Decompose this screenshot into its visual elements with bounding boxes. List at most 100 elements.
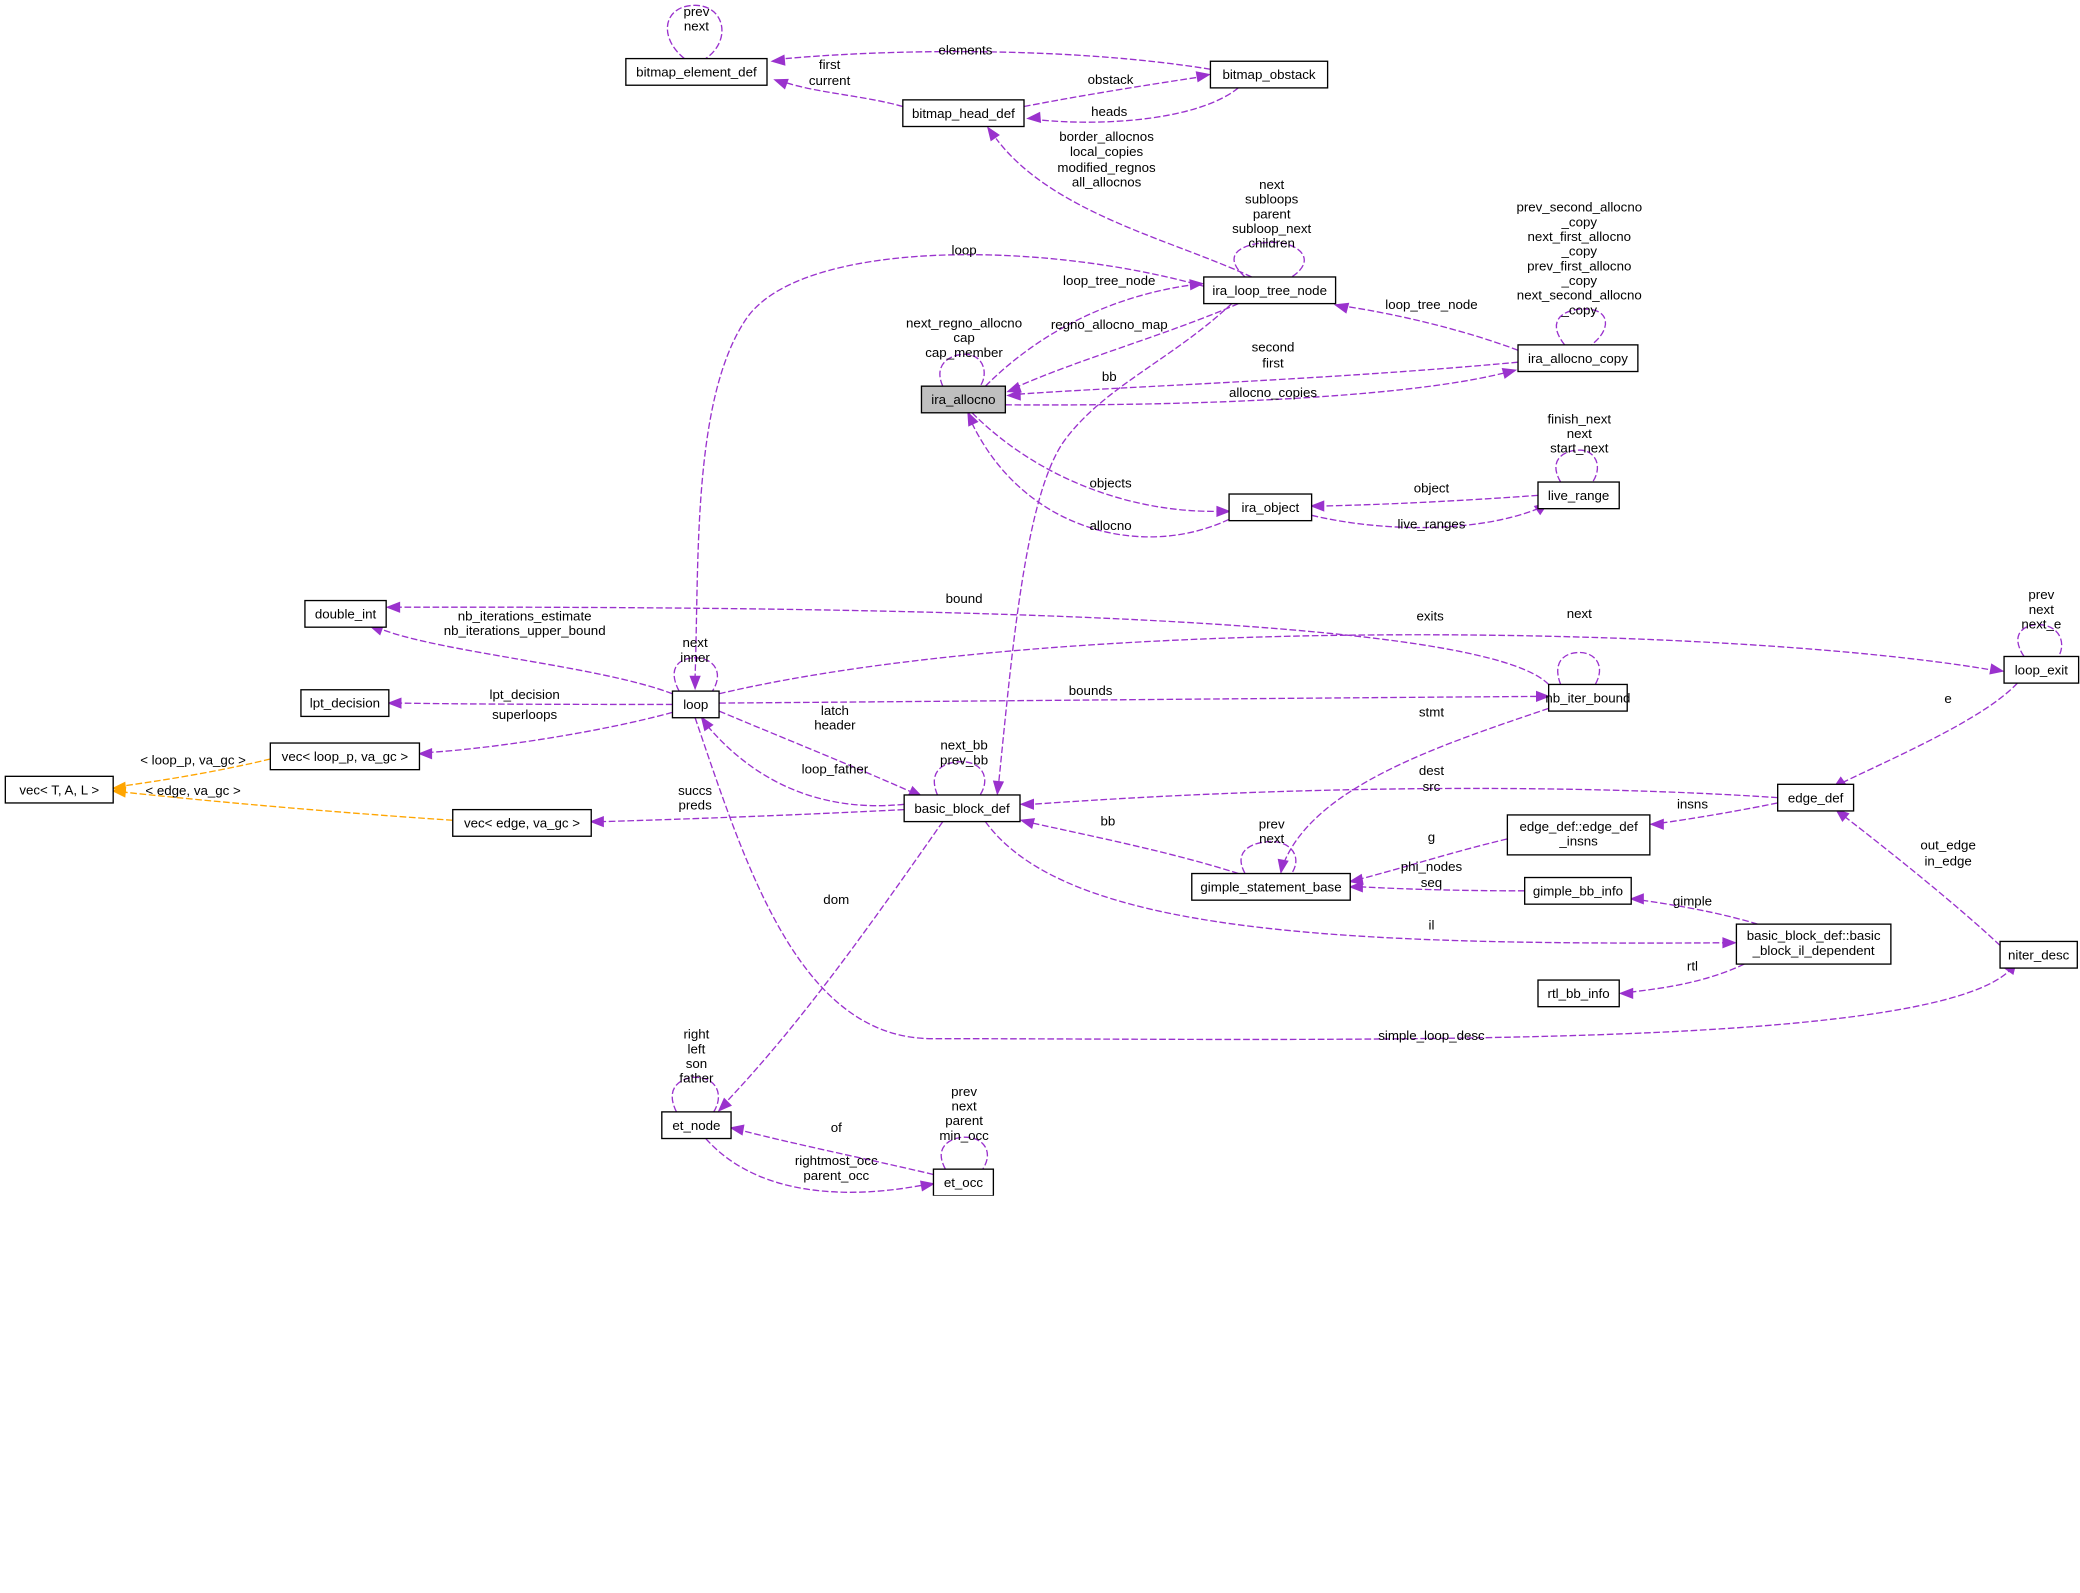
node-double-int[interactable]: double_int: [304, 599, 387, 628]
node-vec-loop-p[interactable]: vec< loop_p, va_gc >: [269, 742, 421, 771]
edge-arrowhead: [770, 54, 786, 66]
node-box[interactable]: [1203, 276, 1337, 305]
edge-line: [1555, 449, 1598, 483]
node-ira-allocno[interactable]: ira_allocno: [920, 385, 1007, 414]
edge-line: [125, 791, 453, 821]
edge-line: [430, 711, 673, 754]
node-box[interactable]: [902, 99, 1025, 128]
node-bitmap-head-def[interactable]: bitmap_head_def: [902, 99, 1025, 128]
edge-label: il: [1429, 917, 1435, 932]
node-box[interactable]: [1209, 60, 1329, 89]
node-vec-T[interactable]: vec< T, A, L >: [4, 775, 114, 804]
node-box[interactable]: [1506, 814, 1651, 856]
node-box[interactable]: [903, 794, 1021, 823]
edge-bb_il_dependent-to-rtl_bb_info: rtl: [1618, 959, 1745, 1000]
edge-arrowhead: [1989, 663, 2005, 675]
edge-label: bounds: [1069, 683, 1113, 698]
edge-label: regno_allocno_map: [1051, 317, 1168, 332]
edge-label: obstack: [1088, 72, 1134, 87]
edge-label: lpt_decision: [490, 687, 560, 702]
edge-label: finish_next: [1547, 411, 1611, 426]
edge-arrowhead: [992, 780, 1005, 796]
node-rtl-bb-info[interactable]: rtl_bb_info: [1537, 979, 1620, 1008]
node-box[interactable]: [1735, 923, 1892, 965]
node-box[interactable]: [1524, 876, 1632, 905]
edge-bitmap_obstack-to-bitmap_head_def: heads: [1026, 87, 1239, 124]
edge-line: [940, 1136, 988, 1170]
node-loop[interactable]: loop: [671, 690, 720, 719]
node-nb-iter-bound[interactable]: nb_iter_bound: [1545, 683, 1630, 712]
edge-label: _copy: [1561, 273, 1598, 288]
edge-ira_object-to-ira_allocno: allocno: [967, 411, 1230, 538]
edge-arrowhead: [773, 78, 789, 90]
node-box[interactable]: [2003, 655, 2080, 684]
edge-arrowhead: [1006, 381, 1022, 393]
node-box[interactable]: [625, 57, 768, 86]
node-ira-allocno-copy[interactable]: ira_allocno_copy: [1517, 344, 1639, 373]
node-ira-object[interactable]: ira_object: [1228, 493, 1313, 522]
edge-label: dest: [1419, 763, 1444, 778]
edge-arrowhead: [589, 815, 604, 828]
node-bb-il-dependent[interactable]: basic_block_def::basic_block_il_dependen…: [1735, 923, 1892, 965]
node-bitmap-element-def[interactable]: bitmap_element_def: [625, 57, 768, 86]
node-label: edge_def: [1788, 790, 1844, 805]
node-box[interactable]: [1777, 783, 1855, 812]
node-et-node[interactable]: et_node: [661, 1111, 732, 1140]
node-bitmap-obstack[interactable]: bitmap_obstack: [1209, 60, 1329, 89]
node-box[interactable]: [1537, 481, 1620, 510]
node-box[interactable]: [932, 1168, 995, 1196]
node-box[interactable]: [1547, 683, 1628, 712]
node-lpt-decision[interactable]: lpt_decision: [300, 689, 390, 718]
edge-label: border_allocnos: [1059, 129, 1154, 144]
node-box[interactable]: [269, 742, 421, 771]
node-box[interactable]: [1228, 493, 1313, 522]
node-label-line: _insns: [1558, 834, 1598, 849]
node-box[interactable]: [304, 599, 387, 628]
node-basic-block-def[interactable]: basic_block_def: [903, 794, 1021, 823]
node-box[interactable]: [1191, 872, 1351, 901]
node-label: ira_allocno_copy: [1528, 351, 1628, 366]
node-box[interactable]: [4, 775, 114, 804]
node-box[interactable]: [452, 808, 592, 837]
edge-arrowhead: [1536, 690, 1551, 703]
edge-basic_block_def-to-loop: loop_father: [700, 716, 905, 807]
node-live-range[interactable]: live_range: [1537, 481, 1620, 510]
edge-arrowhead: [1026, 111, 1042, 124]
node-edge-def-insns[interactable]: edge_def::edge_def_insns: [1506, 814, 1651, 856]
node-ira-loop-tree-node[interactable]: ira_loop_tree_node: [1203, 276, 1337, 305]
edge-label: first: [819, 57, 841, 72]
node-et-occ[interactable]: et_occ: [932, 1168, 995, 1196]
edge-line: [785, 81, 904, 108]
edge-label: prev: [951, 1084, 977, 1099]
edge-label: next: [683, 635, 708, 650]
edge-live_range-to-ira_object: object: [1309, 481, 1539, 512]
node-vec-edge[interactable]: vec< edge, va_gc >: [452, 808, 592, 837]
edge-edge_def-to-edge_def_insns: insns: [1649, 796, 1778, 830]
edge-arrowhead: [967, 411, 979, 427]
node-box[interactable]: [1517, 344, 1639, 373]
node-box[interactable]: [1999, 940, 2078, 969]
node-loop-exit[interactable]: loop_exit: [2003, 655, 2080, 684]
node-box[interactable]: [300, 689, 390, 718]
edge-label: children: [1248, 236, 1295, 251]
edge-label: dom: [823, 892, 849, 907]
node-box[interactable]: [671, 690, 720, 719]
edge-line: [666, 4, 723, 60]
node-niter-desc[interactable]: niter_desc: [1999, 940, 2078, 969]
edge-line: [1284, 707, 1549, 861]
node-box[interactable]: [1537, 979, 1620, 1008]
node-label-line: basic_block_def::basic: [1747, 928, 1881, 943]
edge-label: prev: [2028, 587, 2054, 602]
node-box[interactable]: [661, 1111, 732, 1140]
node-gimple-statement-base[interactable]: gimple_statement_base: [1191, 872, 1351, 901]
node-gimple-bb-info[interactable]: gimple_bb_info: [1524, 876, 1632, 905]
node-edge-def[interactable]: edge_def: [1777, 783, 1855, 812]
node-box[interactable]: [920, 385, 1007, 414]
node-label: loop: [683, 697, 708, 712]
edge-arrowhead: [1649, 818, 1664, 830]
